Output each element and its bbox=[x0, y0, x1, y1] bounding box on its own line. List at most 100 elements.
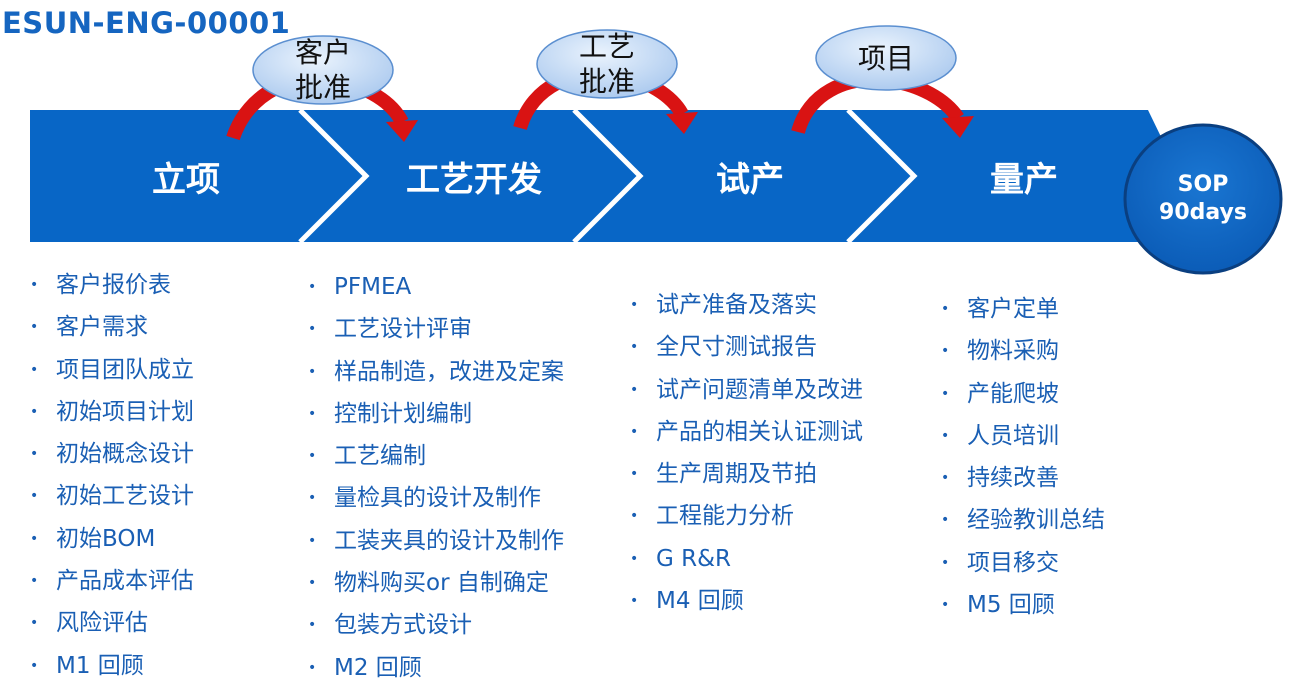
list-item: • 控制计划编制 bbox=[308, 393, 564, 435]
list-item: •初始BOM bbox=[30, 518, 194, 560]
list-item: •M1 回顾 bbox=[30, 645, 194, 687]
list-item-text: M5 回顾 bbox=[967, 592, 1055, 619]
list-item: •产品的相关认证测试 bbox=[630, 411, 863, 453]
list-item-text: 初始项目计划 bbox=[56, 398, 194, 425]
bullet-icon: • bbox=[630, 508, 639, 525]
list-item: • 试产准备及落实 bbox=[630, 284, 863, 326]
list-item: • 工装夹具的设计及制作 bbox=[308, 520, 564, 562]
list-item-text: 产品成本评估 bbox=[56, 568, 194, 595]
gate-bubble-2 bbox=[536, 29, 678, 99]
phase-label-process-development: 工艺开发 bbox=[406, 160, 542, 200]
bullet-icon: • bbox=[630, 550, 639, 567]
list-item: •工艺设计评审 bbox=[308, 308, 564, 350]
bullet-icon: • bbox=[941, 343, 950, 360]
list-item-text: G R&R bbox=[656, 545, 732, 572]
bullet-icon: • bbox=[308, 363, 317, 380]
list-item-text: 项目团队成立 bbox=[56, 356, 194, 383]
list-item-text: 风险评估 bbox=[56, 610, 148, 637]
bullet-icon: • bbox=[30, 277, 39, 293]
list-item-text: 物料采购 bbox=[967, 338, 1059, 365]
list-item: • 工程能力分析 bbox=[630, 495, 863, 537]
list-item: •项目团队成立 bbox=[30, 349, 194, 391]
gate-label-customer-approval: 客户 批准 bbox=[253, 36, 393, 104]
process-band bbox=[30, 110, 1180, 242]
gate-1-line2: 批准 bbox=[294, 71, 351, 104]
bullet-icon: • bbox=[308, 575, 317, 592]
phase-label-mass-production: 量产 bbox=[990, 160, 1058, 200]
list-item-text: 包装方式设计 bbox=[334, 612, 472, 639]
bullet-icon: • bbox=[30, 573, 39, 590]
list-item-text: 试产准备及落实 bbox=[656, 292, 817, 318]
list-item: • 客户需求 bbox=[30, 306, 194, 348]
bullet-icon: • bbox=[941, 512, 950, 529]
list-item-text: 客户需求 bbox=[56, 314, 148, 341]
list-item: •人员培训 bbox=[941, 415, 1105, 457]
list-item: • 生产周期及节拍 bbox=[630, 453, 863, 495]
chevron-separator-2 bbox=[572, 108, 644, 244]
list-item-text: 持续改善 bbox=[967, 465, 1059, 492]
list-item-text: M2 回顾 bbox=[334, 654, 422, 681]
list-item: •PFMEA bbox=[308, 266, 564, 308]
bullet-icon: • bbox=[30, 615, 39, 632]
phase-label-trial-production: 试产 bbox=[716, 160, 784, 200]
list-item: •初始概念设计 bbox=[30, 433, 194, 475]
sop-label-line2: 90days bbox=[1159, 200, 1247, 225]
list-item-text: 产能爬坡 bbox=[967, 380, 1059, 407]
gate-2-line1: 工艺 bbox=[578, 30, 635, 63]
gate-label-project: 项目 bbox=[816, 26, 956, 90]
list-item-text: 控制计划编制 bbox=[334, 400, 472, 427]
bullet-icon: • bbox=[308, 405, 317, 422]
list-item: •量检具的设计及制作 bbox=[308, 477, 564, 519]
list-item-text: 物料购买or 自制确定 bbox=[334, 570, 549, 597]
bullet-icon: • bbox=[30, 446, 39, 463]
list-item: •工艺编制 bbox=[308, 435, 564, 477]
document-id: ESUN-ENG-00001 bbox=[2, 6, 291, 40]
list-item: • 产品成本评估 bbox=[30, 560, 194, 602]
bullet-icon: • bbox=[30, 319, 39, 336]
list-item-text: 工程能力分析 bbox=[656, 503, 794, 530]
gate-bubble-1 bbox=[252, 35, 394, 105]
list-item-text: 经验教训总结 bbox=[967, 507, 1105, 534]
list-item: • 风险评估 bbox=[30, 602, 194, 644]
list-item-text: 试产问题清单及改进 bbox=[656, 376, 863, 403]
bullet-icon: • bbox=[30, 403, 39, 420]
bullet-icon: • bbox=[630, 466, 639, 483]
list-item-text: 初始BOM bbox=[56, 525, 156, 552]
bullet-icon: • bbox=[941, 554, 950, 571]
list-item: •客户报价表 bbox=[30, 264, 194, 306]
bullet-icon: • bbox=[941, 597, 950, 614]
list-item-text: 工装夹具的设计及制作 bbox=[334, 527, 564, 554]
chevron-separator-1 bbox=[298, 108, 370, 244]
list-item: • 持续改善 bbox=[941, 457, 1105, 499]
bullet-icon: • bbox=[630, 381, 639, 398]
list-item-text: 产品的相关认证测试 bbox=[656, 418, 863, 445]
chevron-separator-3 bbox=[846, 108, 918, 244]
gate-label-process-approval: 工艺 批准 bbox=[537, 30, 677, 98]
list-item-text: 工艺设计评审 bbox=[334, 316, 472, 343]
bullet-icon: • bbox=[308, 532, 317, 549]
bullet-icon: • bbox=[941, 470, 950, 487]
deliverables-list-process-development: •PFMEA•工艺设计评审•样品制造，改进及定案•控制计划编制•工艺编制•量检具… bbox=[308, 266, 564, 689]
deliverables-list-trial-production: •试产准备及落实•全尺寸测试报告•试产问题清单及改进•产品的相关认证测试•生产周… bbox=[630, 284, 863, 622]
bullet-icon: • bbox=[941, 301, 950, 317]
list-item-text: 全尺寸测试报告 bbox=[656, 334, 817, 361]
phase-label-initiation: 立项 bbox=[152, 160, 220, 200]
bullet-icon: • bbox=[941, 385, 950, 402]
list-item: • M5 回顾 bbox=[941, 584, 1105, 626]
list-item-text: 量检具的设计及制作 bbox=[334, 485, 541, 512]
gate-1-line1: 客户 bbox=[294, 36, 351, 69]
bullet-icon: • bbox=[308, 279, 317, 295]
list-item: •M2 回顾 bbox=[308, 647, 564, 689]
list-item-text: 生产周期及节拍 bbox=[656, 461, 817, 488]
list-item: •全尺寸测试报告 bbox=[630, 326, 863, 368]
list-item-text: M4 回顾 bbox=[656, 588, 744, 615]
list-item-text: M1 回顾 bbox=[56, 652, 144, 679]
deliverables-list-mass-production: •客户定单•物料采购•产能爬坡•人员培训•持续改善•经验教训总结•项目移交•M5… bbox=[941, 288, 1105, 626]
list-item: • 产能爬坡 bbox=[941, 373, 1105, 415]
list-item: • 物料采购 bbox=[941, 330, 1105, 372]
list-item-text: 人员培训 bbox=[967, 422, 1059, 449]
sop-label: SOP 90days bbox=[1124, 124, 1282, 274]
list-item-text: 客户定单 bbox=[967, 296, 1059, 322]
bullet-icon: • bbox=[630, 297, 639, 313]
